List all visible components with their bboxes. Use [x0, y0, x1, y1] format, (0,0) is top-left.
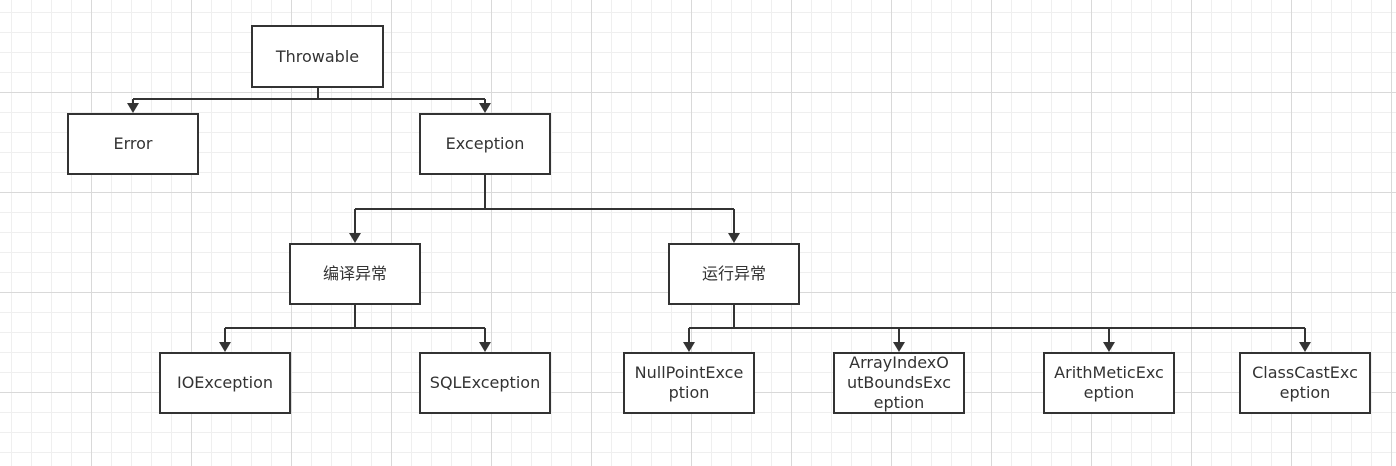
node-throwable[interactable]: Throwable: [251, 25, 384, 88]
node-compile-exception[interactable]: 编译异常: [289, 243, 421, 305]
arrowhead-error: [127, 103, 139, 113]
node-label: IOException: [176, 373, 274, 392]
arrowhead-cce: [1299, 342, 1311, 352]
node-label: Exception: [445, 134, 525, 153]
node-label: SQLException: [429, 373, 541, 392]
node-label: Throwable: [275, 46, 360, 66]
arrowhead-aioobe: [893, 342, 905, 352]
arrowhead-compile: [349, 233, 361, 243]
arrowhead-sql: [479, 342, 491, 352]
arrowhead-exception: [479, 103, 491, 113]
node-error[interactable]: Error: [67, 113, 199, 175]
node-runtime-exception[interactable]: 运行异常: [668, 243, 800, 305]
node-ioexception[interactable]: IOException: [159, 352, 291, 414]
node-label: 编译异常: [322, 264, 387, 283]
arrowhead-arith: [1103, 342, 1115, 352]
arrowhead-io: [219, 342, 231, 352]
node-sqlexception[interactable]: SQLException: [419, 352, 551, 414]
arrowhead-npe: [683, 342, 695, 352]
node-label: Error: [113, 134, 153, 153]
node-label: 运行异常: [701, 264, 766, 283]
node-exception[interactable]: Exception: [419, 113, 551, 175]
arrowhead-runtime: [728, 233, 740, 243]
